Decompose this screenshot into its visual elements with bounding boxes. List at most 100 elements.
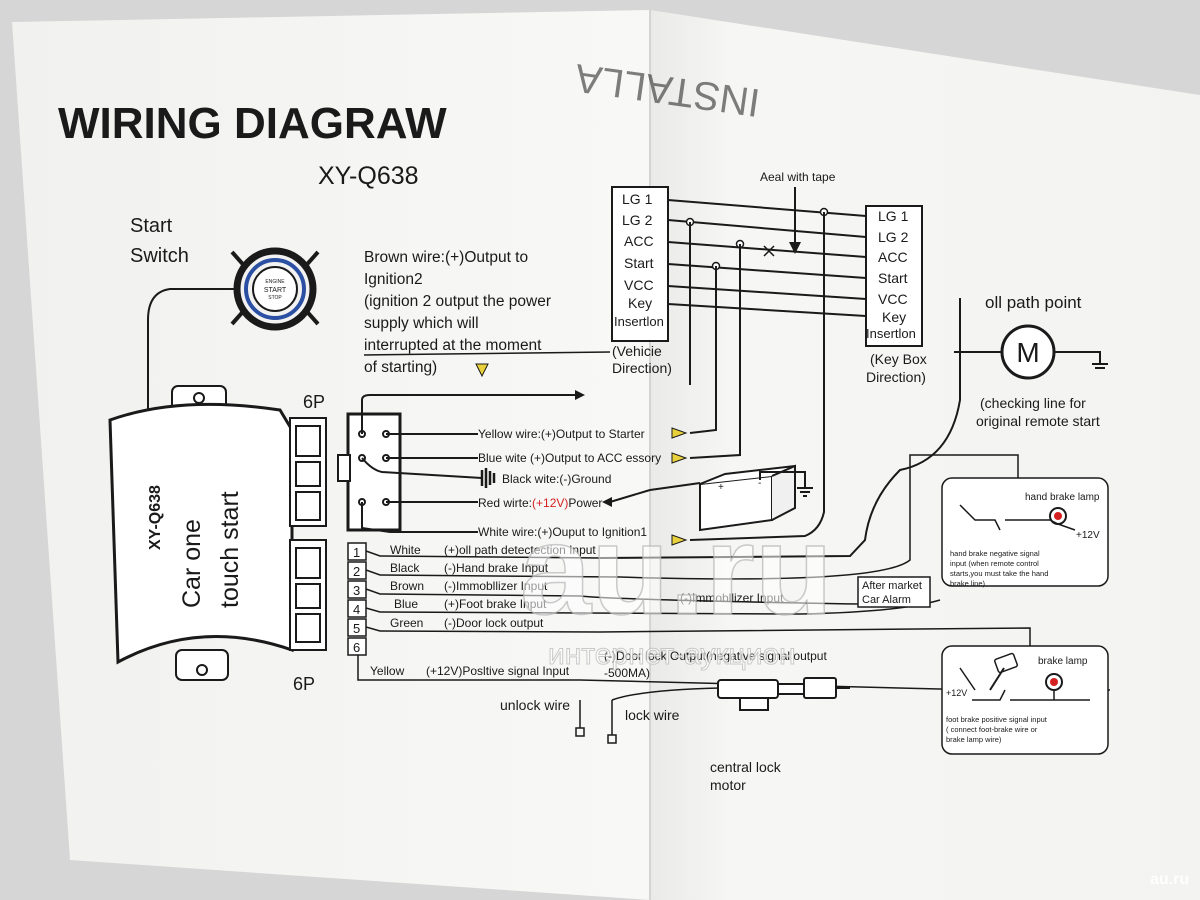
lock-wire-leads <box>579 700 613 735</box>
keybox-pin: Insertlon <box>866 326 916 341</box>
aftermarket-alarm-box <box>857 576 931 608</box>
lock-terminal <box>607 734 617 744</box>
battery-lead <box>609 489 651 503</box>
foot-brake-note-1: foot brake positive signal input <box>946 715 1048 724</box>
pin-hole <box>358 454 366 462</box>
connector-label-bottom: 6P <box>293 674 315 694</box>
pin-color: Yellow <box>370 664 405 678</box>
model-subtitle: XY-Q638 <box>318 162 419 190</box>
foot-brake-note-2: ( connect foot-brake wire or <box>946 725 1038 734</box>
aftermarket-line2: Car Alarm <box>862 594 911 606</box>
battery-positive-cable <box>649 482 701 491</box>
module-connector-top-slot1 <box>295 425 321 457</box>
foot-brake-circuit <box>959 667 1090 701</box>
pin-desc: (+12V)Posltive signal Input <box>426 664 570 678</box>
door-lock-line1: (-)Door lock Output(negative signal outp… <box>604 649 827 663</box>
connector-label-top: 6P <box>303 392 325 412</box>
keybox-pin: Key <box>882 309 906 325</box>
hand-brake-voltage: +12V <box>1076 530 1100 541</box>
button-text-2: START <box>264 287 287 294</box>
oil-path-point: oll path point M (checking line for orig… <box>599 293 1108 559</box>
unlock-wire-label: unlock wire <box>500 697 570 713</box>
pin-desc: (+)Foot brake Input <box>444 597 547 611</box>
start-button-icon <box>252 266 298 312</box>
module-top-hole <box>193 392 205 404</box>
hand-brake-note-1: hand brake negative signal <box>950 549 1040 558</box>
label-red-wire: Red wirte:(+12V)Power <box>478 496 602 510</box>
battery: + - <box>602 464 813 532</box>
module-model: XY-Q638 <box>147 485 164 550</box>
vehicle-pin: VCC <box>624 277 654 293</box>
brake-pedal-icon <box>989 652 1018 691</box>
start-switch: Start Switch ENGINE START STOP <box>130 215 320 410</box>
hand-brake-frame <box>941 477 1109 587</box>
keybox-frame <box>865 205 923 347</box>
hand-brake-lamp-core <box>1054 512 1062 520</box>
pin-number: 1 <box>353 545 360 560</box>
vehicle-connector-box: LG 1 LG 2 ACC Start VCC Key Insertlon (V… <box>611 186 672 376</box>
brown-wire <box>361 394 575 434</box>
keybox-pin: LG 1 <box>878 208 909 224</box>
watermark-logo: au.ru <box>520 499 833 642</box>
module-name-line1: Car one <box>178 519 206 608</box>
foot-brake-lamp-label: brake lamp <box>1038 656 1088 667</box>
pin-color: Black <box>390 561 420 575</box>
vehicle-pin: ACC <box>624 233 654 249</box>
module-bottom-hole <box>196 664 208 676</box>
label-white-wire: White wire:(+)Ouput to Ignition1 <box>478 525 647 539</box>
keybox-pin: VCC <box>878 291 908 307</box>
immobilizer-label: (-)Immobllizer Input <box>680 591 784 605</box>
vehicle-caption-line1: (Vehicie <box>612 343 662 359</box>
battery-arrow <box>602 497 612 507</box>
pin-desc: (-)Immobllizer Input <box>444 579 548 593</box>
module-connector-bottom-slot1 <box>295 547 321 579</box>
motor-ground <box>1054 351 1108 369</box>
lower-connector: 1 2 3 4 5 6 White Black Brown Blue Green… <box>347 454 1110 691</box>
central-lock-motor-icon <box>717 677 850 711</box>
button-text-1: ENGINE <box>265 279 285 285</box>
vehicle-pin: LG 1 <box>622 191 653 207</box>
keybox-caption-line2: Direction) <box>866 369 926 385</box>
keybox-pin: Start <box>878 270 908 286</box>
button-text-3: STOP <box>268 295 282 301</box>
pin-number: 6 <box>353 640 360 655</box>
ground-symbol <box>480 468 496 488</box>
battery-ground <box>797 487 813 497</box>
pin-color: Blue <box>394 597 418 611</box>
vertical-drops <box>689 212 825 541</box>
vehicle-caption-line2: Direction) <box>612 360 672 376</box>
hand-brake-card: hand brake lamp +12V hand brake negative… <box>941 477 1109 588</box>
pin-number: 4 <box>353 602 360 617</box>
hand-brake-note-2: input (when remote control <box>950 559 1039 568</box>
keybox-caption-line1: (Key Box <box>870 351 927 367</box>
wire-markers <box>671 427 688 546</box>
module-connector-bottom-slot3 <box>295 613 321 643</box>
switch-mount-tabs <box>230 250 320 326</box>
oil-note-line2: original remote start <box>976 413 1100 429</box>
lock-wire-label: lock wire <box>625 707 680 723</box>
brown-note-line2: Ignition2 <box>364 271 423 288</box>
foot-brake-voltage: +12V <box>946 688 967 698</box>
watermark-tagline: интернет-аукцион <box>548 638 796 671</box>
pin-color: Brown <box>390 579 424 593</box>
brown-note-pointer <box>363 351 611 356</box>
connector-latch <box>337 454 351 482</box>
foot-brake-note-3: brake lamp wire) <box>946 735 1002 744</box>
hand-brake-note-3: starts,you must take the hand <box>950 569 1048 578</box>
aftermarket-line1: After market <box>862 580 922 592</box>
motor-label-line2: motor <box>710 777 746 793</box>
start-label-line2: Switch <box>130 245 189 267</box>
vehicle-pin: LG 2 <box>622 212 653 228</box>
module-face-line <box>117 635 293 663</box>
watermark-corner: au.ru <box>1150 871 1189 888</box>
hand-brake-note-4: brake line) <box>950 579 986 588</box>
motor-feed <box>611 687 721 701</box>
vehicle-pin: Insertlon <box>614 314 664 329</box>
motor-label-line1: central lock <box>710 759 782 775</box>
unlock-terminal <box>575 727 585 737</box>
label-black-wire: Black wite:(-)Ground <box>502 472 611 486</box>
label-blue-wire: Blue wite (+)Output to ACC essory <box>478 451 661 465</box>
oil-note-line1: (checking line for <box>980 395 1086 411</box>
brown-note-line6: of starting) <box>364 359 437 376</box>
